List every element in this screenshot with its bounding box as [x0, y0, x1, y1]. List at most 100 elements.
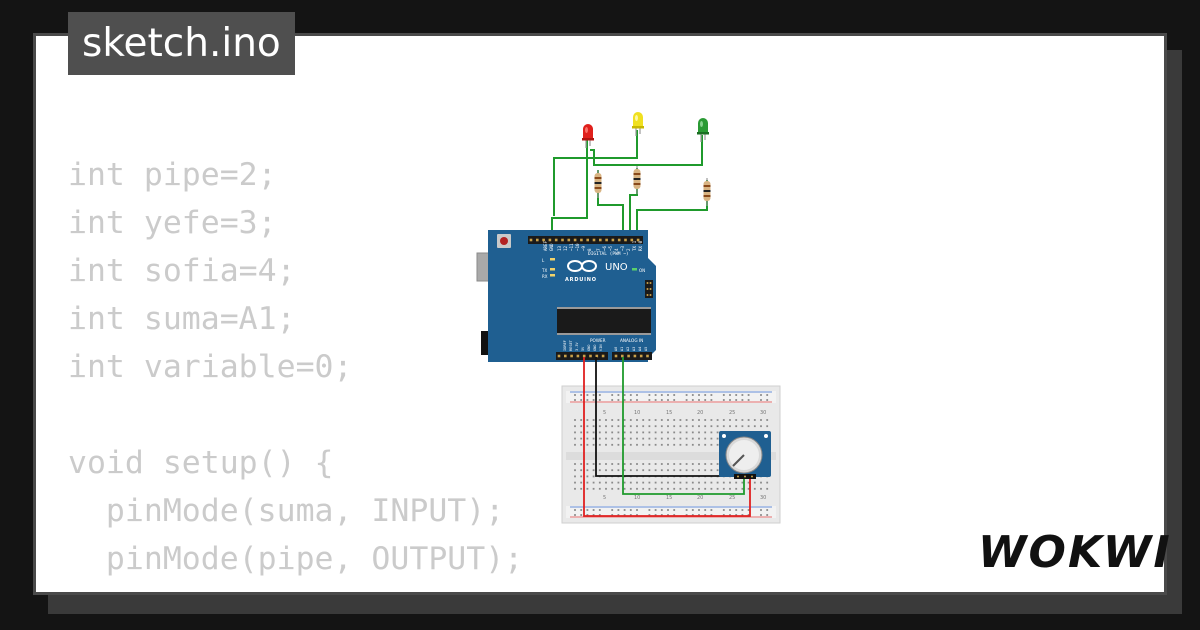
- pin-label: ~5: [608, 245, 613, 251]
- bb-hole: [623, 394, 626, 396]
- bb-hole: [735, 394, 738, 396]
- bb-hole: [710, 431, 713, 434]
- bb-hole: [592, 431, 595, 434]
- bb-hole: [760, 487, 762, 490]
- atmega-chip: [557, 307, 651, 335]
- bb-hole: [747, 514, 750, 516]
- bb-hole: [698, 437, 700, 440]
- bb-hole: [667, 419, 669, 421]
- bb-hole: [760, 394, 762, 396]
- bb-hole: [574, 481, 576, 484]
- led-green: [697, 118, 709, 142]
- col-label: 25: [729, 495, 735, 501]
- resistors: [594, 166, 711, 206]
- bb-hole: [636, 463, 638, 465]
- bb-hole: [698, 425, 700, 428]
- bb-hole: [636, 487, 638, 490]
- bb-hole: [617, 514, 620, 516]
- bb-hole: [741, 394, 744, 396]
- bb-hole: [667, 463, 669, 465]
- bb-hole: [716, 425, 719, 428]
- bb-hole: [704, 431, 707, 434]
- bb-hole: [760, 425, 762, 428]
- bb-hole: [704, 437, 707, 440]
- bb-hole: [592, 425, 595, 428]
- header-pin: [614, 354, 618, 358]
- bb-hole: [685, 425, 688, 428]
- bb-hole: [598, 394, 601, 396]
- bb-hole: [574, 509, 576, 511]
- bb-hole: [710, 399, 713, 401]
- bb-hole: [660, 425, 663, 428]
- bb-hole: [704, 481, 707, 484]
- bb-hole: [735, 509, 738, 511]
- pin-label: 8: [587, 248, 592, 251]
- bb-hole: [766, 394, 769, 396]
- bb-hole: [592, 475, 595, 478]
- bb-hole: [729, 487, 731, 490]
- bb-hole: [648, 431, 651, 434]
- bb-hole: [636, 425, 638, 428]
- bb-hole: [654, 514, 657, 516]
- bb-hole: [592, 514, 595, 516]
- bb-hole: [623, 419, 626, 421]
- bb-hole: [685, 394, 688, 396]
- bb-hole: [722, 419, 725, 421]
- bb-hole: [605, 431, 607, 434]
- potentiometer: [719, 431, 771, 479]
- bb-hole: [710, 419, 713, 421]
- code-line: int yefe=3;: [68, 205, 277, 241]
- pin-label: TX 1: [632, 240, 637, 251]
- digital-header: [528, 236, 643, 244]
- bb-hole: [760, 509, 762, 511]
- bb-hole: [580, 419, 583, 421]
- bb-hole: [580, 469, 583, 472]
- bb-hole: [679, 469, 682, 472]
- bb-hole: [698, 509, 700, 511]
- bb-hole: [574, 487, 576, 490]
- bb-hole: [673, 463, 676, 465]
- digital-pins: [529, 238, 640, 242]
- led-wires: [551, 130, 708, 240]
- bb-hole: [586, 399, 589, 401]
- analog-header: [612, 352, 652, 360]
- bb-hole: [667, 394, 669, 396]
- wire-green-led-gnd: [590, 135, 703, 166]
- bb-hole: [611, 399, 614, 401]
- header-pin: [617, 238, 621, 242]
- bb-hole: [729, 419, 731, 421]
- bb-hole: [586, 437, 589, 440]
- digital-label: DIGITAL (PWM ~): [588, 251, 629, 257]
- bb-hole: [617, 425, 620, 428]
- bb-hole: [679, 463, 682, 465]
- bb-hole: [710, 514, 713, 516]
- bb-hole: [747, 394, 750, 396]
- bb-hole: [642, 431, 645, 434]
- bb-hole: [698, 463, 700, 465]
- bb-hole: [673, 425, 676, 428]
- bb-hole: [586, 463, 589, 465]
- bb-hole: [586, 419, 589, 421]
- bb-hole: [679, 443, 682, 446]
- bb-hole: [611, 481, 614, 484]
- bb-hole: [598, 443, 601, 446]
- bb-hole: [648, 437, 651, 440]
- bb-hole: [667, 431, 669, 434]
- bb-hole: [617, 419, 620, 421]
- bb-hole: [605, 419, 607, 421]
- bb-hole: [685, 487, 688, 490]
- bb-hole: [592, 394, 595, 396]
- bb-hole: [586, 509, 589, 511]
- bb-hole: [753, 487, 756, 490]
- arduino-uno-board: AREF GND 13 12 ~11 ~10 ~9 8 7 ~6 ~5 4 ~3…: [476, 230, 656, 362]
- bb-hole: [716, 419, 719, 421]
- bb-hole: [642, 419, 645, 421]
- bb-hole: [735, 514, 738, 516]
- bb-hole: [580, 463, 583, 465]
- code-line: pinMode(yefe, OUTPUT);: [68, 583, 523, 592]
- bb-hole: [691, 425, 694, 428]
- bb-hole: [729, 394, 731, 396]
- bb-hole: [716, 481, 719, 484]
- resistor: [594, 170, 602, 198]
- pin-label: ~11: [569, 243, 574, 251]
